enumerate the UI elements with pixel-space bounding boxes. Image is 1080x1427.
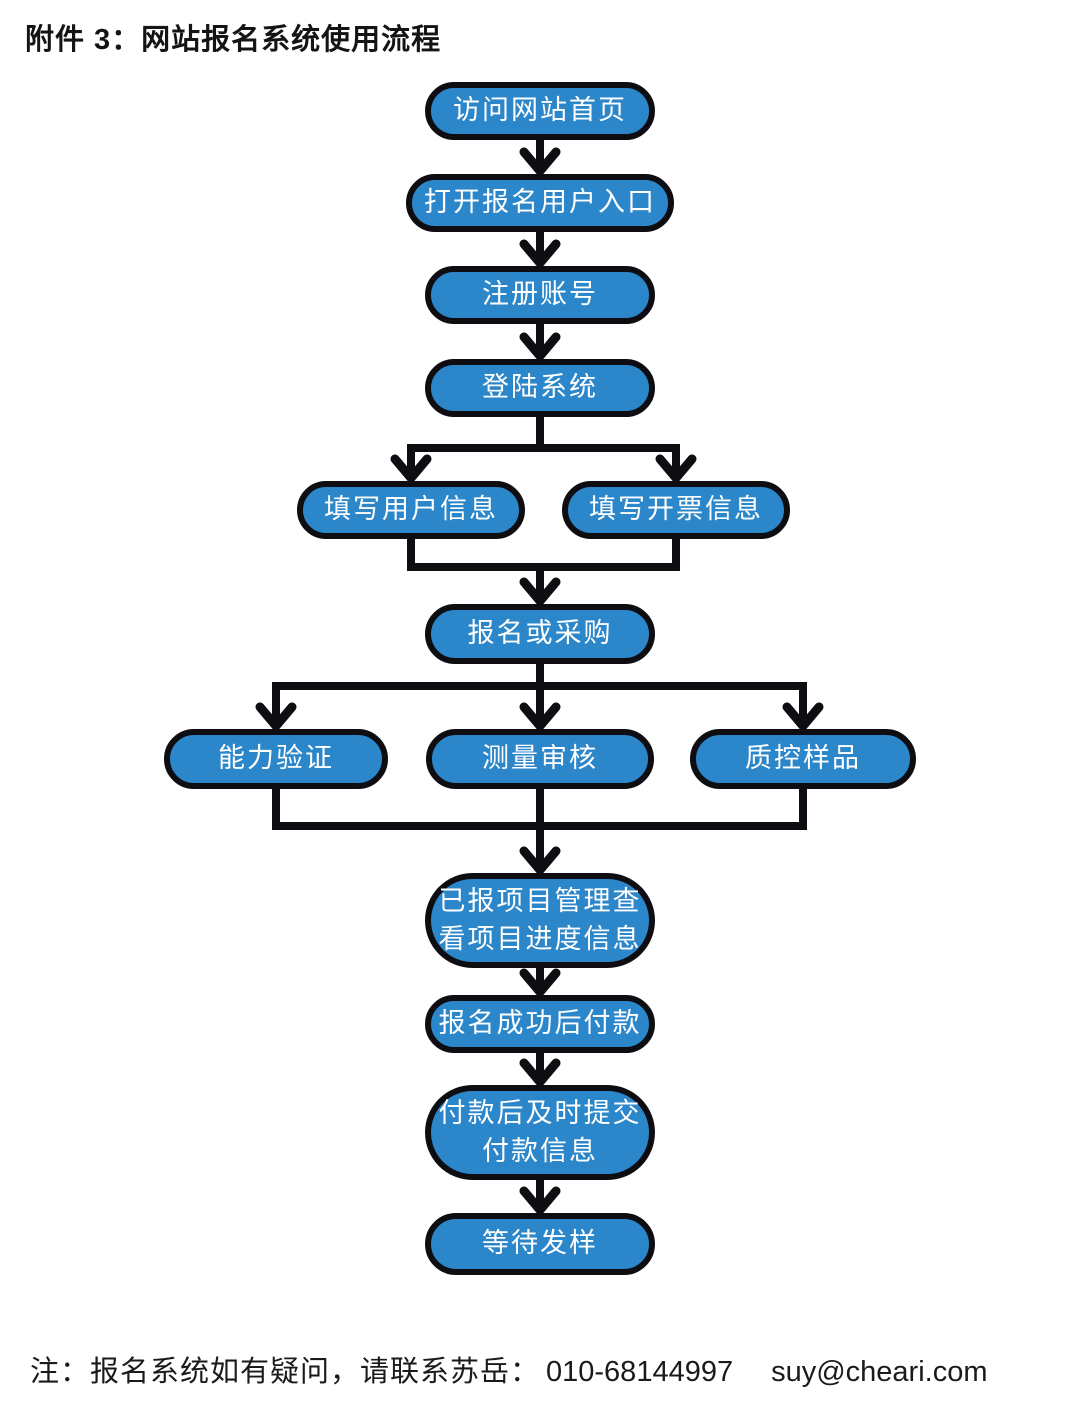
flow-node-visit-homepage: 访问网站首页 — [425, 82, 655, 140]
flow-node-proficiency-testing: 能力验证 — [164, 729, 388, 789]
flow-node-project-progress: 已报项目管理查 看项目进度信息 — [425, 873, 655, 968]
flow-node-login-system: 登陆系统 — [425, 359, 655, 417]
flow-node-open-signup-entrance: 打开报名用户入口 — [406, 174, 674, 232]
flow-node-label: 等待发样 — [482, 1228, 598, 1259]
flow-node-pay-after-signup: 报名成功后付款 — [425, 995, 655, 1053]
flow-node-fill-invoice-info: 填写开票信息 — [562, 481, 790, 539]
flow-node-qc-samples: 质控样品 — [690, 729, 916, 789]
flow-node-label: 报名成功后付款 — [438, 1008, 642, 1039]
flow-node-submit-payment-info: 付款后及时提交 付款信息 — [425, 1085, 655, 1180]
footer-phone: 010-68144997 — [546, 1356, 734, 1388]
flow-node-label: 能力验证 — [218, 743, 334, 774]
flow-node-label: 注册账号 — [482, 279, 598, 310]
flow-node-label: 已报项目管理查 看项目进度信息 — [438, 886, 642, 954]
flow-node-label: 报名或采购 — [467, 618, 613, 649]
flow-node-wait-for-samples: 等待发样 — [425, 1213, 655, 1275]
flow-node-label: 付款后及时提交 付款信息 — [438, 1098, 642, 1166]
flow-node-fill-user-info: 填写用户信息 — [297, 481, 525, 539]
flow-node-label: 打开报名用户入口 — [424, 187, 656, 218]
footer-email: suy@cheari.com — [771, 1356, 988, 1388]
flow-node-label: 测量审核 — [482, 743, 598, 774]
page-title: 附件 3：网站报名系统使用流程 — [25, 24, 442, 56]
footer-note: 注：报名系统如有疑问，请联系苏岳：010-68144997 suy@cheari.… — [30, 1348, 988, 1390]
flow-node-label: 质控样品 — [745, 743, 861, 774]
flow-node-register-account: 注册账号 — [425, 266, 655, 324]
flow-node-label: 填写开票信息 — [589, 494, 763, 525]
flow-node-signup-or-purchase: 报名或采购 — [425, 604, 655, 664]
flow-node-measurement-audit: 测量审核 — [426, 729, 654, 789]
flow-node-label: 填写用户信息 — [324, 494, 498, 525]
flow-node-label: 访问网站首页 — [453, 95, 627, 126]
flow-node-label: 登陆系统 — [482, 372, 598, 403]
footer-note-text: 注：报名系统如有疑问，请联系苏岳： — [30, 1356, 541, 1388]
